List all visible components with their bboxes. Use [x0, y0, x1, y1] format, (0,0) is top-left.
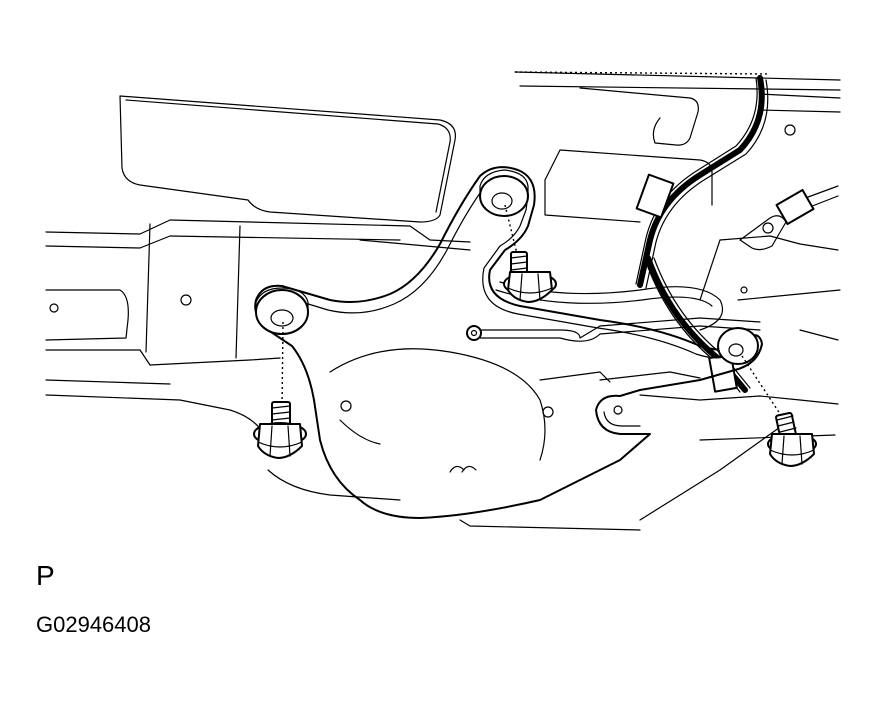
bolt-boss-left	[255, 287, 309, 335]
bolt-top-icon	[503, 251, 557, 303]
mounting-bracket	[254, 166, 763, 519]
bolt-left-icon	[253, 401, 307, 459]
bolt-axis-top	[504, 204, 519, 259]
view-label: P	[36, 560, 55, 591]
figure-code: G02946408	[36, 612, 151, 637]
bolt-axis-right	[741, 355, 785, 421]
bolt-boss-right	[717, 327, 759, 365]
bolt-right-icon	[767, 411, 817, 467]
wiring-harness	[466, 75, 839, 393]
bolt-boss-top	[479, 169, 529, 217]
bolt-axis-left	[281, 321, 284, 411]
